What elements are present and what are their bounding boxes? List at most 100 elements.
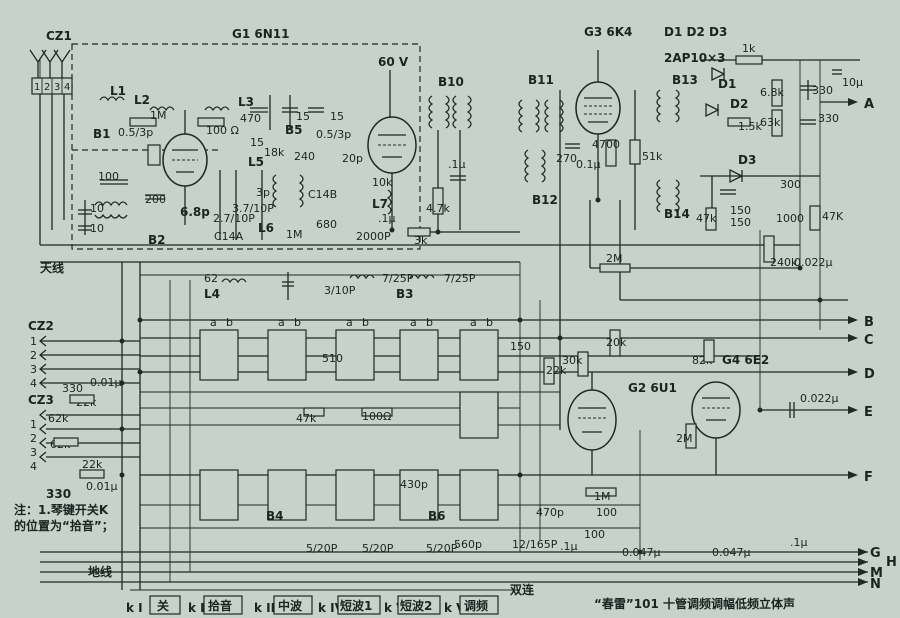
g4-tube-label: G4 6E2 [722,353,769,367]
c-0022u-a-label: 0.022μ [794,256,833,269]
c-330-b-label: 330 [818,112,839,125]
switch-4-pole-a: a [410,316,417,329]
switch-2-pole-a: a [278,316,285,329]
g1-tube-right: 60 V .1μ L7 10k [367,55,417,230]
c-7-25p-b-label: 7/25P [444,272,476,285]
d3-label: D3 [738,153,756,167]
note-line-1: 注：1.琴键开关K [14,502,109,517]
r-100ohm-label: 100 Ω [206,124,239,137]
switch-1-pole-b: b [226,316,233,329]
c-0022u-b-label: 0.022μ [800,392,839,405]
c-560p-label: 560p [454,538,482,551]
b12-label: B12 [532,193,558,207]
switch-1-pole-a: a [210,316,217,329]
cz1-pin-3: 3 [54,82,60,93]
output-e: E [864,405,873,420]
r-51k-label: 51k [642,150,663,163]
c-680-label: 680 [316,218,337,231]
c-330-a-label: 330 [812,84,833,97]
c-100-b-label: 100 [596,506,617,519]
cz2-pin-2: 2 [30,349,37,362]
output-b: B [864,315,874,330]
key-mw-label: 中波 [278,598,303,613]
c-330-c-label: 330 [62,382,83,395]
c-330-d-label: 330 [46,487,71,501]
b-plus-60v-label: 60 V [378,55,409,69]
c-5-20p-c-label: 5/20P [426,542,458,555]
cz1-connector: CZ1 1 2 3 4 [29,29,73,245]
cz2-pin-1: 1 [30,335,37,348]
r-47k-a-label: 4.7k [426,202,450,215]
g1-tuning-network: G1 6N11 L2 1M 100 Ω L3 470 B5 15 15 15 0… [129,27,391,243]
g2-tube: G2 6U1 22k 30k 20k [543,329,677,475]
c-300-label: 300 [780,178,801,191]
l5-label: L5 [248,155,264,169]
switch-3-pole-b: b [362,316,369,329]
c-100-c-label: 100 [584,528,605,541]
key-id-1: k I [126,601,143,615]
r-68k-label: 6.8k [760,86,784,99]
cz3-pin-1: 1 [30,418,37,431]
r-1m-a-label: 1M [150,109,167,122]
c-430p-label: 430p [400,478,428,491]
c-7-25p-a-label: 7/25P [382,272,414,285]
cz1-pin-1: 1 [34,82,40,93]
c-510-label: 510 [322,352,343,365]
l2-label: L2 [134,93,150,107]
r-47k-c-label: 47K [822,210,844,223]
diagram-title: “春雷”101 十管调频调幅低频立体声 [594,596,795,611]
trunk-lines [39,58,821,590]
cz3-connector: CZ3 1 2 3 4 330 0.01μ 22k 62k 62k 22k 33… [28,376,140,501]
b11-g3-section: B11 B12 270 0.1μ G3 6K4 4700 51k [518,25,663,230]
piano-key-switches: k I 关 k II 拾音 k III 中波 k IV 短波1 k V 短波2 … [126,595,499,615]
r-62k-a-label: 62k [48,412,69,425]
l3-label: L3 [238,95,254,109]
g1-input-section: B1 L1 0.5/3p 100 200 10 10 B2 6.8p [78,84,210,247]
c-1000-label: 1000 [776,212,804,225]
bottom-bus-lines [40,551,868,591]
ground-label: 地线 [88,564,112,579]
b14-label: B14 [664,207,690,221]
r-18k-label: 18k [264,146,285,159]
g1-tube-label: G1 6N11 [232,27,289,41]
c-150-b-label: 150 [730,216,751,229]
g1-shield-box [71,43,421,250]
b6-label: B6 [428,509,446,523]
key-fm-label: 调频 [464,598,488,613]
note-line-2: 的位置为“拾音”； [14,518,114,533]
switch-2-pole-b: b [294,316,301,329]
c-270-label: 270 [556,152,577,165]
r-1m-b-label: 1M [286,228,303,241]
c-68p-label: 6.8p [180,205,210,219]
c-200-label: 200 [145,193,166,206]
c-470-label: 470 [240,112,261,125]
switch-5-pole-b: b [486,316,493,329]
cz2-pin-4: 4 [30,377,37,390]
b4-label: B4 [266,509,284,523]
c-15-a-label: 15 [296,110,310,123]
cz2-connector: CZ2 1 2 3 4 [28,319,140,390]
l1-label: L1 [110,84,126,98]
cz1-label: CZ1 [46,29,72,43]
output-d: D [864,367,875,382]
c-12-165p-label: 12/165P [512,538,558,551]
diodes-header-label: D1 D2 D3 [664,25,727,39]
b3-label: B3 [396,287,414,301]
switch-3-pole-a: a [346,316,353,329]
r-2m-a-label: 2M [606,252,623,265]
b10-section: B10 .1μ 4.7k 3k [407,75,520,247]
output-f: F [864,470,873,485]
c-01u-g3-label: 0.1μ [576,158,601,171]
c-5-20p-b-label: 5/20P [362,542,394,555]
c-1u-a-label: .1μ [560,540,578,553]
l4-label: L4 [204,287,220,301]
key-sw2-label: 短波2 [400,598,432,613]
r-10k-label: 10k [372,176,393,189]
r-20k-label: 20k [606,336,627,349]
r-22k-c-label: 22k [82,458,103,471]
junction-dots [119,197,823,555]
c-1u-b-label: .1μ [790,536,808,549]
switch-bank-top: a b a b a b a b a b 510 150 [199,316,531,381]
c-2000p-label: 2000P [356,230,391,243]
